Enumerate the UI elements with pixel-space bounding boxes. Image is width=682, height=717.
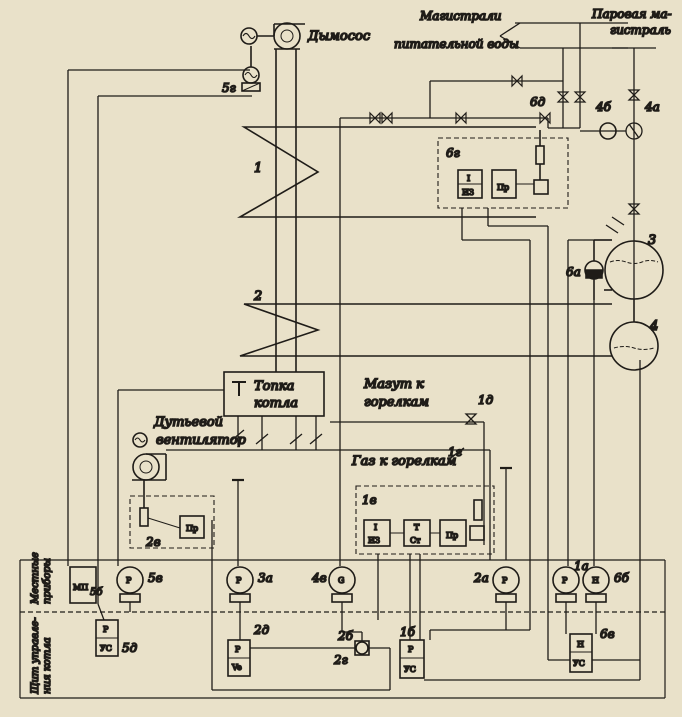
smoke-exhauster (240, 22, 305, 50)
label-2a: 2а (473, 571, 489, 585)
label-1b: 1б (400, 625, 416, 639)
panel-wiring (97, 360, 641, 691)
device-mp: МП (73, 583, 88, 592)
furnace-label-1: Топка (254, 379, 294, 394)
device-1b-p: Р (408, 645, 414, 654)
furnace-label-2: котла (254, 396, 298, 411)
label-3a: 3а (258, 571, 273, 585)
blower-label-1: Дутьевой (153, 415, 223, 430)
steam-main-label-1: Паровая ма- (591, 7, 672, 21)
label-2v: 2в (145, 535, 161, 549)
steam-main-label-2: гистраль (610, 23, 671, 37)
fuel-oil-label-2: горелкам (364, 395, 429, 410)
device-2v-pr: Пр (186, 524, 198, 533)
label-5g: 5г (222, 81, 236, 95)
control-panel-label-2: ния котла (42, 637, 53, 694)
label-2g: 2г (333, 653, 348, 667)
label-1v: 1в (362, 493, 377, 507)
device-1v-st: Ст (410, 536, 421, 545)
label-6b: 6б (614, 571, 630, 585)
label-3: 3 (648, 233, 656, 248)
label-6v: 6в (600, 627, 615, 641)
label-5b: 5б (90, 587, 103, 598)
label-2: 2 (253, 289, 262, 304)
device-3a-p: Р (236, 576, 242, 585)
drum-4 (609, 299, 659, 371)
label-1d: 1д (478, 393, 494, 407)
device-6b-h: Н (592, 576, 599, 585)
device-1v-t: T (414, 523, 420, 532)
label-4v: 4в (311, 571, 327, 585)
device-1a-p: Р (562, 576, 568, 585)
regulator-6g (437, 130, 569, 209)
label-5v: 5в (148, 571, 163, 585)
label-1a: 1а (574, 559, 589, 573)
blower-fan (132, 432, 167, 481)
label-6g: 6г (446, 146, 460, 160)
valves-feed (369, 74, 587, 125)
instruments-row (69, 566, 610, 604)
heat-exchanger-coil-2 (239, 303, 612, 357)
label-2b: 2б (337, 629, 354, 643)
regulator-1v (355, 485, 495, 555)
label-6d: 6д (530, 95, 546, 109)
device-4v-g: G (338, 576, 344, 585)
control-panel-label-1: Щит управле- (30, 617, 41, 694)
device-1v-iz: ИЗ (368, 536, 380, 545)
device-5d-us: УС (100, 644, 112, 653)
feed-water-label-1: Магистрали (419, 9, 502, 23)
steam-main (580, 47, 656, 300)
label-2d: 2д (253, 623, 270, 637)
label-6a: 6а (566, 265, 581, 279)
smoke-exhauster-label: Дымосос (307, 29, 371, 44)
servo-5g (241, 46, 261, 92)
device-2d-ve: Ve (231, 663, 242, 672)
device-1v-i: I (374, 523, 377, 532)
device-1v-pr: Пр (446, 531, 458, 540)
device-6g-pr: Пр (497, 183, 509, 192)
local-instruments-label-2: приборы (42, 558, 53, 604)
level-gauge-6a (584, 239, 612, 300)
flue-column (275, 49, 297, 372)
fuel-oil-label-1: Мазут к (363, 377, 424, 392)
device-6v-us: УС (573, 659, 585, 668)
device-5v-p: Р (126, 576, 132, 585)
device-2d-p: Р (235, 645, 241, 654)
heat-exchanger-coil-1 (237, 126, 536, 218)
device-6g-iz: ИЗ (462, 188, 474, 197)
label-4a: 4а (644, 100, 660, 114)
furnace (223, 371, 325, 417)
label-5d: 5д (122, 641, 138, 655)
device-6g-i: I (467, 174, 470, 183)
local-instruments-label-1: Местные (30, 552, 41, 605)
feed-water-label-2: питательной воды (394, 37, 519, 51)
signal-lines (67, 69, 612, 660)
label-1g: 1г (448, 445, 462, 459)
device-2a-p: Р (502, 576, 508, 585)
burners (166, 416, 330, 451)
device-6v-h: Н (577, 640, 584, 649)
gas-label: Газ к горелкам (351, 454, 456, 469)
label-4b: 4б (595, 100, 612, 114)
fuel-lines (330, 413, 512, 560)
blower-label-2: вентилятор (156, 433, 247, 448)
feed-water-lines (339, 22, 628, 560)
label-1: 1 (254, 161, 262, 176)
device-1b-us: УС (404, 665, 416, 674)
regulator-2v (129, 480, 215, 549)
flow-meter-4b (599, 122, 617, 140)
label-4: 4 (649, 319, 658, 334)
device-5d-p: Р (103, 625, 109, 634)
